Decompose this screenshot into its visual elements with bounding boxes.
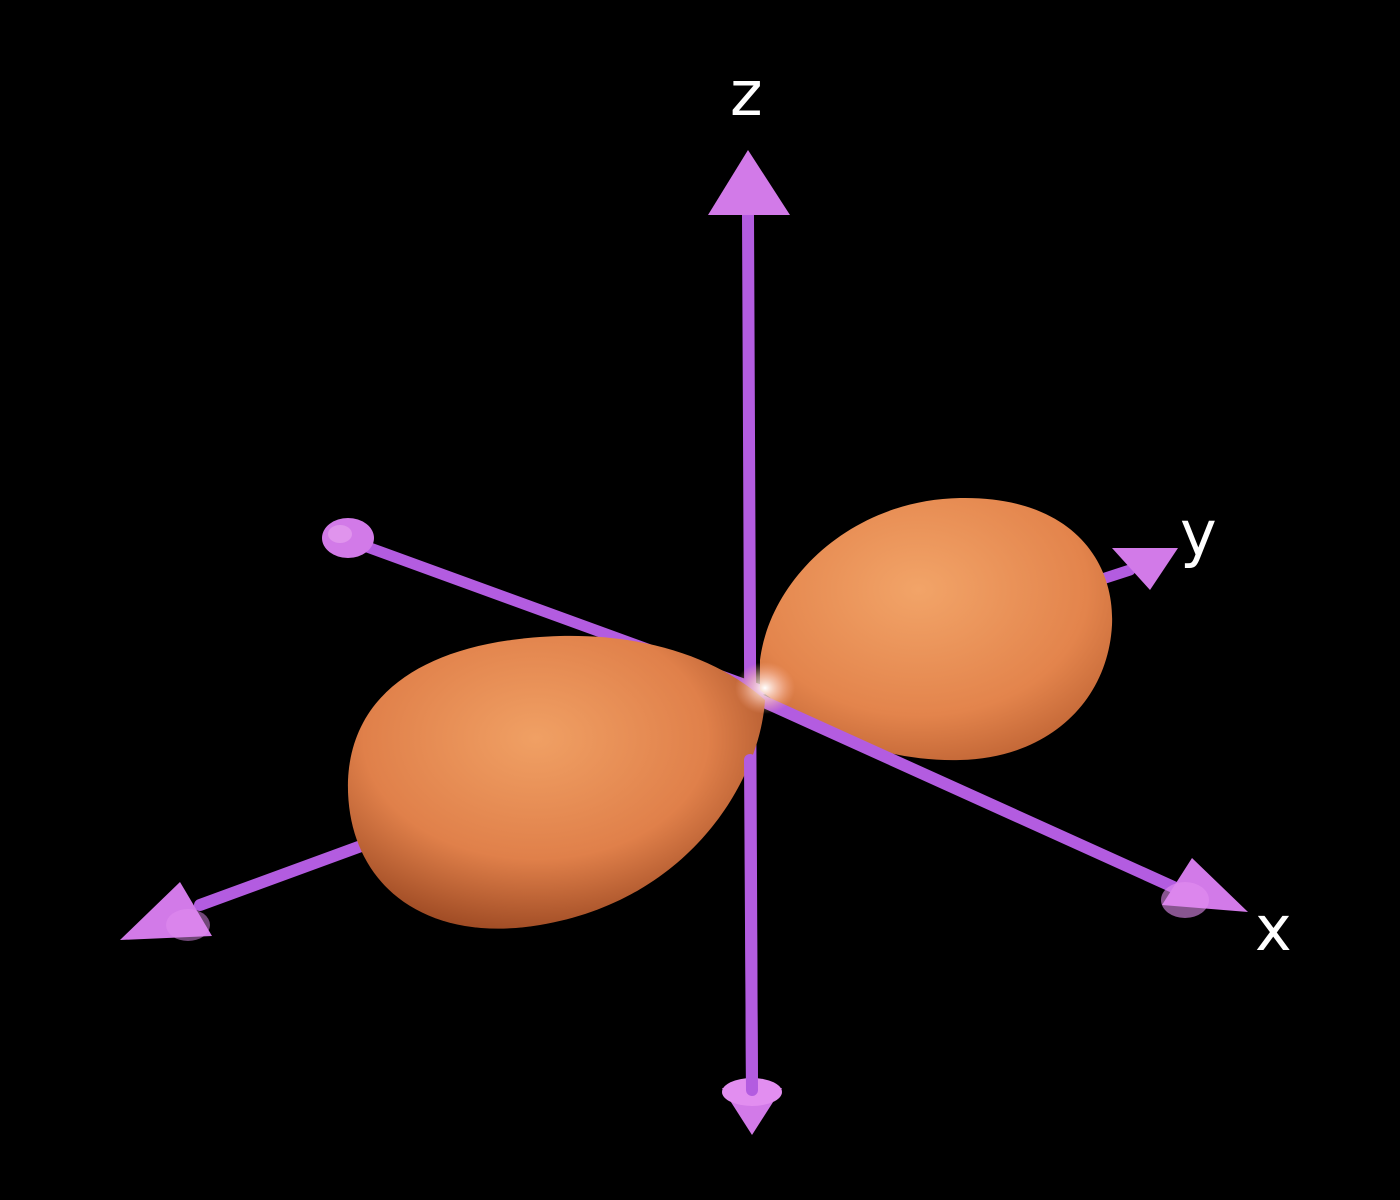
front-left-lobe (347, 635, 765, 929)
z-axis-arrow-icon (708, 150, 790, 215)
origin-highlight (735, 662, 795, 714)
y-axis-label: y (1180, 497, 1217, 570)
back-right-lobe (760, 497, 1113, 761)
z-axis-label: z (730, 57, 763, 130)
x-axis-shaft-right (754, 694, 1186, 896)
x-axis-label: x (1255, 892, 1292, 965)
y-axis-arrow-icon (1112, 548, 1178, 590)
